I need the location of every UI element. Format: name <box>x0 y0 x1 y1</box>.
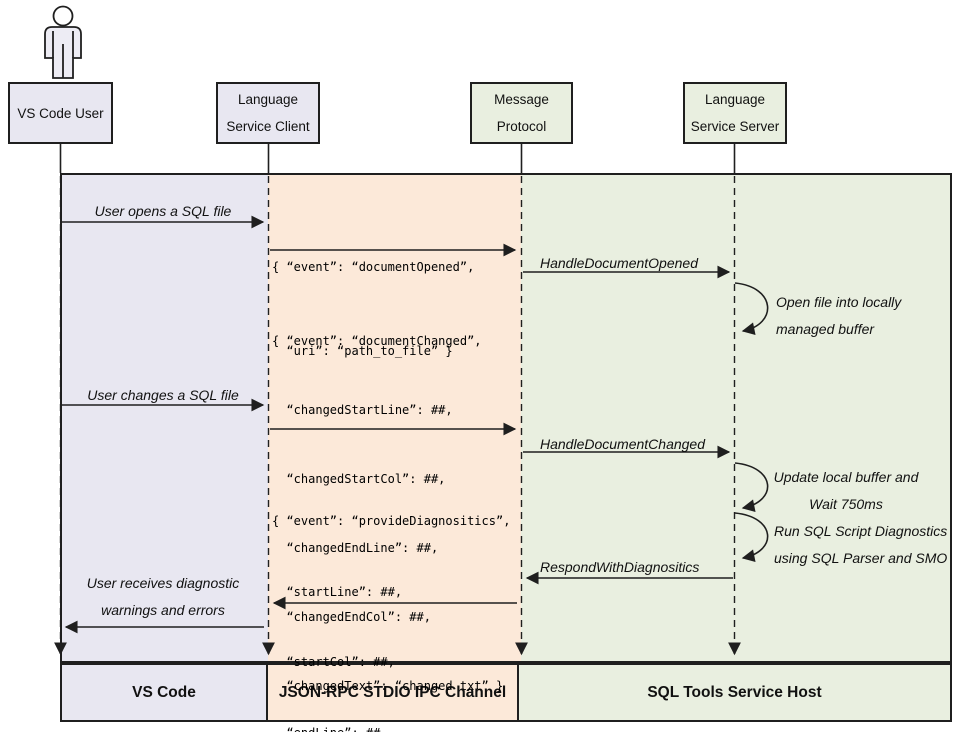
json-line: “changedEndCol”: ##, <box>272 610 431 624</box>
footer-label-ipc: JSON-RPC STDIO IPC Channel <box>278 683 507 701</box>
actor-box-vscode-user: VS Code User <box>8 82 113 144</box>
json-line: “startCol”: ##, <box>272 655 395 669</box>
label-respond-diagnostics: RespondWithDiagnositics <box>540 559 700 575</box>
footer-label-vscode: VS Code <box>132 683 196 701</box>
json-line: { “event”: “documentChanged”, <box>272 334 482 348</box>
json-line: “changedText”: “changed txt” } <box>272 679 504 693</box>
actor-box-message-protocol: Message Protocol <box>470 82 573 144</box>
json-line: { “event”: “documentOpened”, <box>272 260 475 274</box>
json-line: “changedStartCol”: ##, <box>272 472 446 486</box>
lifeline-stubs <box>59 144 736 173</box>
label-user-opens: User opens a SQL file <box>94 203 232 219</box>
label-handle-opened: HandleDocumentOpened <box>540 255 698 271</box>
label-handle-changed: HandleDocumentChanged <box>540 436 705 452</box>
actor-label: Service Server <box>690 119 780 134</box>
actor-label: Language <box>237 92 299 107</box>
actor-label: Service Client <box>226 119 310 134</box>
user-person-icon <box>44 5 82 79</box>
lane-ipc-channel <box>268 175 521 661</box>
lane-service-host <box>521 175 950 661</box>
actor-label: Language <box>704 92 766 107</box>
footer-box-vscode: VS Code <box>62 665 268 720</box>
lane-vscode-user <box>62 175 268 661</box>
json-block-provide-diagnostics: { “event”: “provideDiagnositics”, “start… <box>272 463 510 732</box>
note-run-diagnostics: Run SQL Script Diagnostics using SQL Par… <box>774 523 948 566</box>
lifeline-region <box>60 173 952 663</box>
actor-label: VS Code User <box>17 105 104 121</box>
json-block-document-changed: { “event”: “documentChanged”, “changedSt… <box>272 284 503 732</box>
json-line: { “event”: “provideDiagnositics”, <box>272 514 511 528</box>
json-block-document-opened: { “event”: “documentOpened”, “uri”: “pat… <box>272 197 474 421</box>
actor-box-language-service-client: Language Service Client <box>216 82 320 144</box>
json-line: “changedEndLine”: ##, <box>272 541 439 555</box>
footer-row: VS Code JSON-RPC STDIO IPC Channel SQL T… <box>60 663 952 722</box>
json-line: “startLine”: ##, <box>272 584 403 599</box>
actor-box-language-service-server: Language Service Server <box>683 82 787 144</box>
footer-box-host: SQL Tools Service Host <box>519 665 950 720</box>
note-update-buffer: Update local buffer and Wait 750ms <box>773 469 919 512</box>
footer-box-ipc: JSON-RPC STDIO IPC Channel <box>268 665 519 720</box>
json-line: “uri”: “path_to_file” } <box>272 344 453 358</box>
footer-label-host: SQL Tools Service Host <box>647 683 822 701</box>
label-user-receives: User receives diagnostic warnings and er… <box>86 575 240 618</box>
note-open-file: Open file into locally managed buffer <box>776 294 902 337</box>
label-user-changes: User changes a SQL file <box>87 387 239 403</box>
json-line: “changedStartLine”: ##, <box>272 403 453 417</box>
actor-label: Message <box>494 92 549 107</box>
json-line: “endLine”: ##, <box>272 722 510 732</box>
actor-label: Protocol <box>496 119 547 134</box>
